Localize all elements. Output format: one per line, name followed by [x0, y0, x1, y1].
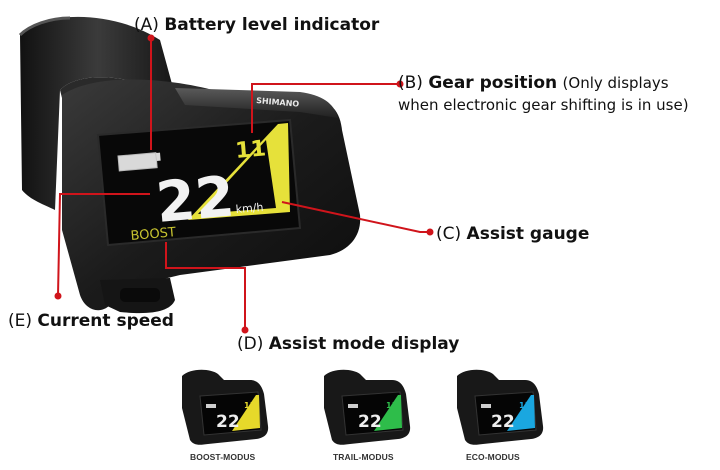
- gear-position-value: 11: [234, 136, 267, 164]
- thumbnail-speed: 22: [216, 412, 240, 432]
- thumbnail-assist-gauge: [507, 395, 535, 431]
- leader-dots: [54, 34, 434, 334]
- callout-assist-mode-display: (D) Assist mode display: [237, 334, 459, 354]
- thumbnail-battery-icon: [206, 404, 216, 408]
- callout-current-speed: (E) Current speed: [8, 311, 174, 331]
- callout-note-line1: (Only displays: [562, 74, 669, 92]
- callout-letter: (C): [436, 224, 462, 244]
- mode-thumbnail: 22 11: [182, 369, 269, 445]
- battery-indicator-icon: [117, 152, 161, 172]
- assist-mode-label: BOOST: [130, 225, 177, 244]
- callout-assist-gauge: (C) Assist gauge: [436, 224, 589, 244]
- callout-letter: (E): [8, 311, 33, 331]
- callout-gear-note: when electronic gear shifting is in use): [398, 95, 689, 115]
- callout-letter: (A): [134, 15, 159, 35]
- callout-note-line2: when electronic gear shifting is in use): [398, 96, 689, 114]
- callout-battery-level: (A) Battery level indicator: [134, 15, 379, 35]
- leader-assist-mode: [165, 242, 246, 330]
- thumbnail-assist-gauge: [374, 395, 402, 431]
- speed-unit: km/h: [235, 201, 264, 216]
- thumbnail-speed: 22: [491, 412, 515, 432]
- leader-speed: [57, 193, 150, 297]
- mode-thumbnails: 22 11 22 11 22 11: [182, 369, 544, 445]
- thumbnail-gear: 11: [519, 401, 531, 410]
- mode-label-trail: TRAIL-MODUS: [333, 452, 394, 462]
- callout-title: Assist gauge: [466, 224, 590, 244]
- callout-gear-position: (B) Gear position (Only displays: [398, 73, 669, 93]
- callout-title: Battery level indicator: [164, 15, 380, 35]
- mode-thumbnail: 22 11: [457, 369, 544, 445]
- current-speed-value: 22: [154, 164, 237, 236]
- callout-title: Gear position: [428, 73, 558, 93]
- mode-label-boost: BOOST-MODUS: [190, 452, 256, 462]
- thumbnail-battery-icon: [348, 404, 358, 408]
- thumbnail-speed: 22: [358, 412, 382, 432]
- thumbnail-battery-icon: [481, 404, 491, 408]
- callout-letter: (D): [237, 334, 264, 354]
- brand-logo: SHIMANO: [256, 96, 300, 109]
- thumbnail-assist-gauge: [232, 395, 260, 431]
- thumbnail-gear: 11: [244, 401, 256, 410]
- thumbnail-gear: 11: [386, 401, 398, 410]
- leader-gear: [251, 83, 400, 133]
- callout-title: Assist mode display: [268, 334, 460, 354]
- callout-letter: (B): [398, 73, 423, 93]
- mode-label-eco: ECO-MODUS: [466, 452, 520, 462]
- mode-thumbnail: 22 11: [324, 369, 411, 445]
- callout-title: Current speed: [37, 311, 174, 331]
- screen: 22 km/h 11 BOOST: [96, 118, 302, 247]
